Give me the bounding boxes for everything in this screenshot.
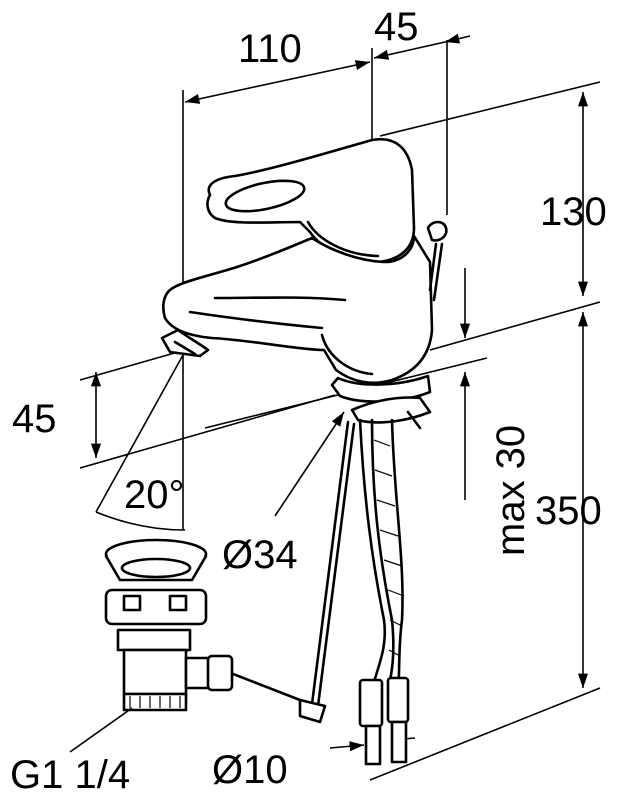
popup-lift-rod	[226, 670, 302, 702]
hose-fitting-left	[358, 678, 384, 728]
dimension-45-top-arrow	[444, 33, 471, 44]
hose-fitting-right	[386, 676, 410, 724]
angle-20-arc	[95, 511, 186, 531]
reference-line-spout-tip	[79, 351, 179, 381]
dimension-110-line	[184, 60, 371, 104]
supply-hoses	[358, 418, 410, 766]
label-diameter-10: Ø10	[212, 748, 288, 792]
thread-leader	[69, 707, 133, 753]
aerator-ring	[173, 340, 197, 356]
hose-pipe-left	[364, 724, 382, 766]
faucet-body	[160, 137, 448, 430]
popup-rod-line	[310, 420, 350, 706]
waste-body-lower	[122, 648, 188, 696]
waste-nut	[116, 628, 192, 652]
dimension-45-top-line	[373, 41, 446, 60]
hose-pipe-right	[390, 720, 408, 764]
label-thread-g1-1-4: G1 1/4	[10, 753, 130, 797]
waste-thread	[122, 692, 188, 712]
popup-rod	[226, 420, 356, 724]
base-flange	[330, 374, 432, 403]
label-height-350: 350	[535, 489, 602, 533]
hose-left	[370, 418, 395, 692]
label-diameter-34: Ø34	[222, 533, 298, 577]
diameter34-leader	[274, 411, 345, 517]
spout-highlight	[213, 296, 347, 302]
dimension-labels: 110 45 130 45 20° Ø34 max 30 350 Ø10 G1 …	[10, 5, 607, 797]
reference-line-bottom	[369, 687, 601, 781]
label-width-110: 110	[238, 27, 302, 71]
hose-braid	[373, 439, 405, 657]
popup-rod-clamp	[298, 698, 327, 724]
lever-edge	[306, 220, 380, 258]
reference-line-deck-left	[79, 394, 336, 469]
waste-plug-inner	[120, 557, 192, 579]
diameter10-arrow-left	[329, 741, 365, 752]
lever-handle	[206, 137, 416, 264]
popup-rod-line-2	[316, 422, 356, 708]
body-contour	[320, 333, 374, 376]
reference-line-top	[379, 81, 601, 137]
waste-body-upper	[104, 588, 208, 626]
lever-hole	[224, 179, 306, 213]
waste-thread-lines	[129, 696, 181, 708]
hose-left-outer	[358, 418, 387, 692]
label-height-45: 45	[12, 397, 57, 441]
side-knob	[426, 220, 448, 242]
waste-window-left	[122, 594, 142, 612]
aerator-tip	[160, 328, 210, 358]
spout-body	[162, 234, 434, 384]
waste-side-nut	[206, 654, 234, 692]
reference-line-deck	[429, 301, 601, 351]
popup-waste	[69, 538, 234, 753]
waste-window-right	[168, 594, 188, 612]
mounting-bolt	[406, 410, 422, 430]
side-rod	[428, 242, 444, 302]
angle-20-leg	[95, 354, 184, 513]
label-width-45: 45	[374, 5, 419, 49]
label-max-30: max 30	[489, 425, 533, 556]
label-angle-20: 20°	[124, 473, 185, 517]
label-height-130: 130	[540, 190, 607, 234]
spout-contour	[188, 310, 324, 330]
